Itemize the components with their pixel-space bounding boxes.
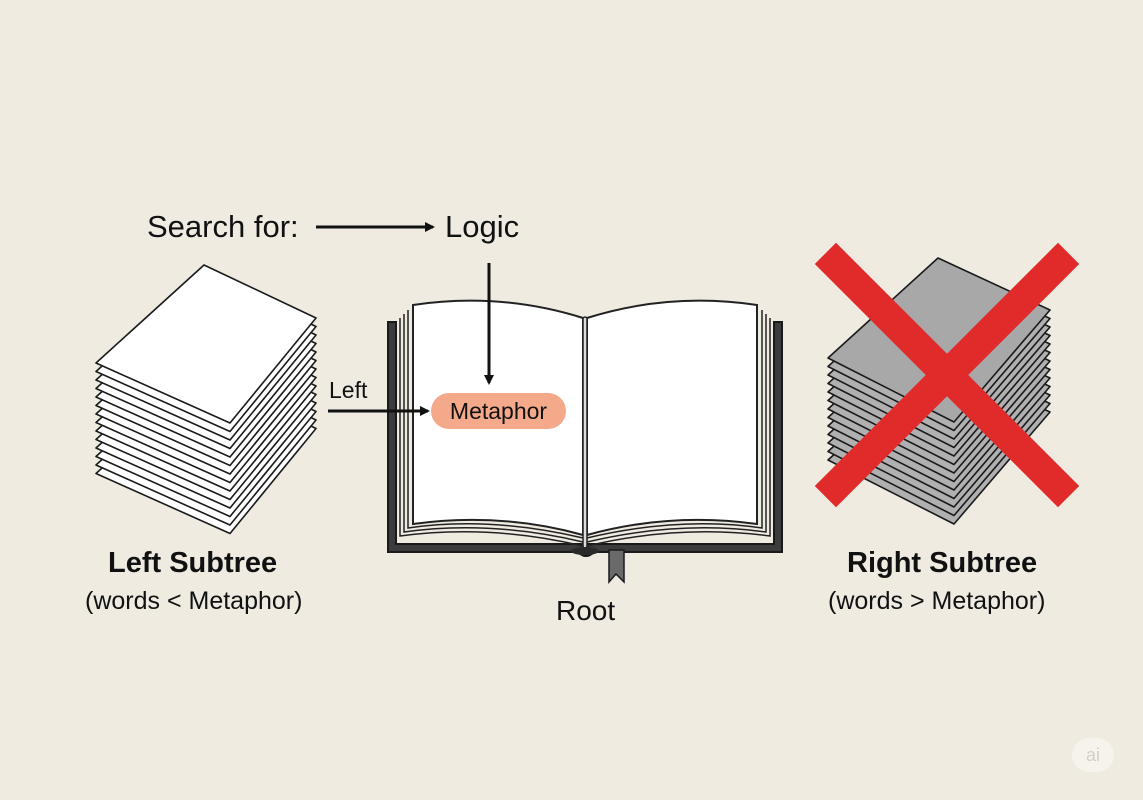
- paper-stack-icon: [95, 264, 317, 535]
- direction-label: Left: [329, 377, 368, 403]
- right-subtree-title: Right Subtree: [847, 547, 1038, 579]
- watermark-badge: ai: [1072, 738, 1114, 772]
- search-target: Logic: [445, 209, 520, 244]
- cross-mark-icon: [814, 242, 1080, 508]
- right-subtree-condition: (words > Metaphor): [828, 587, 1046, 615]
- search-prompt: Search for:: [147, 209, 299, 244]
- root-node-word: Metaphor: [431, 393, 566, 429]
- root-label: Root: [556, 595, 616, 626]
- open-book-icon: [387, 299, 783, 584]
- left-subtree-title: Left Subtree: [108, 547, 278, 579]
- left-subtree-condition: (words < Metaphor): [85, 587, 303, 615]
